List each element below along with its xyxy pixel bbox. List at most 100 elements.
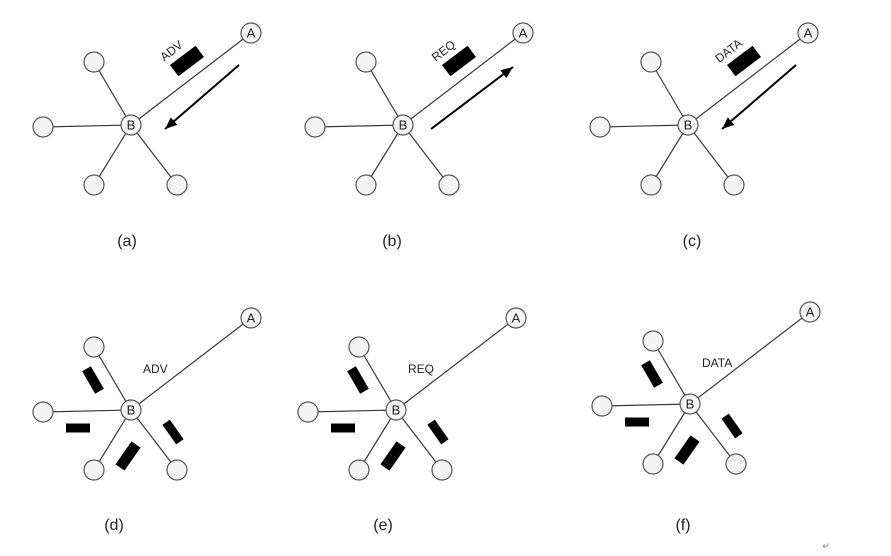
edge [93,124,132,186]
packet-block [82,366,104,394]
leaf-node [83,459,105,481]
edge [314,124,404,128]
remote-node-label: A [247,311,256,326]
leaf-node [304,116,326,138]
edge [395,409,443,471]
hub-node [120,399,142,421]
hub-node-label: B [127,403,136,418]
edge-hub-to-remote [130,32,252,126]
remote-node [797,22,819,44]
leaf-node [438,174,460,196]
remote-node-label: A [806,305,815,320]
edge [42,409,132,413]
edge [599,124,689,128]
direction-arrow [721,64,797,130]
remote-node [512,22,534,44]
edge [689,403,737,465]
leaf-node [642,453,664,475]
packet-block [331,423,355,433]
packet-block [347,366,369,394]
panel-caption: (b) [382,233,402,250]
edge-hub-to-remote [130,317,252,411]
arrow-shaft [721,64,797,130]
packet-block [442,45,476,77]
packet-block [641,360,663,388]
hub-node-label: B [127,118,136,133]
remote-node [799,301,821,323]
leaf-node [640,174,662,196]
packet-block [170,45,204,77]
message-label: ADV [143,362,168,376]
remote-node-label: A [247,26,256,41]
packet-block [66,423,90,433]
panel-caption: (e) [373,517,393,534]
edge [93,61,132,126]
leaf-node [166,174,188,196]
packet-block [115,441,141,471]
hub-node [679,393,701,415]
edge [365,61,404,126]
edge [93,409,132,471]
hub-node-label: B [684,118,693,133]
hub-node [392,114,414,136]
panel-d: B A ADV (d) [32,307,262,534]
leaf-node [589,116,611,138]
edge [650,61,689,126]
leaf-node [355,51,377,73]
leaf-node [32,401,54,423]
panel-caption: (a) [117,233,137,250]
hub-node [385,399,407,421]
leaf-node [348,459,370,481]
leaf-node [83,51,105,73]
hub-node-label: B [399,118,408,133]
leaf-node [297,401,319,423]
edge [652,403,691,465]
remote-node [240,22,262,44]
leaf-node [348,336,370,358]
panel-caption: (d) [104,517,124,534]
edge [42,124,132,128]
panel-caption: (c) [683,233,702,250]
direction-arrow [430,66,514,130]
packet-block [721,413,743,439]
edge [652,340,691,405]
message-label: REQ [408,362,434,376]
edge [358,346,397,411]
edge-hub-to-remote [689,311,811,405]
remote-node-label: A [519,26,528,41]
leaf-node [83,336,105,358]
remote-node-label: A [804,26,813,41]
edge [365,124,404,186]
hub-node [677,114,699,136]
leaf-node [355,174,377,196]
packet-block [427,419,449,445]
leaf-node [32,116,54,138]
leaf-node [642,330,664,352]
edge [307,409,397,413]
arrowhead [500,67,513,79]
packet-block [380,441,406,471]
leaf-node [725,453,747,475]
edge [687,124,735,186]
direction-arrow [164,64,240,130]
packet-block [625,417,649,427]
remote-node [505,307,527,329]
hub-node-label: B [686,397,695,412]
leaf-node [83,174,105,196]
edge [601,403,691,407]
packet-block [162,419,184,445]
arrow-shaft [430,66,514,130]
hub-node-label: B [392,403,401,418]
arrowhead [165,117,178,129]
edge-hub-to-remote [687,32,809,126]
arrowhead [722,117,735,129]
edge [358,409,397,471]
leaf-node [591,395,613,417]
leaf-node [431,459,453,481]
packet-block [674,435,700,465]
